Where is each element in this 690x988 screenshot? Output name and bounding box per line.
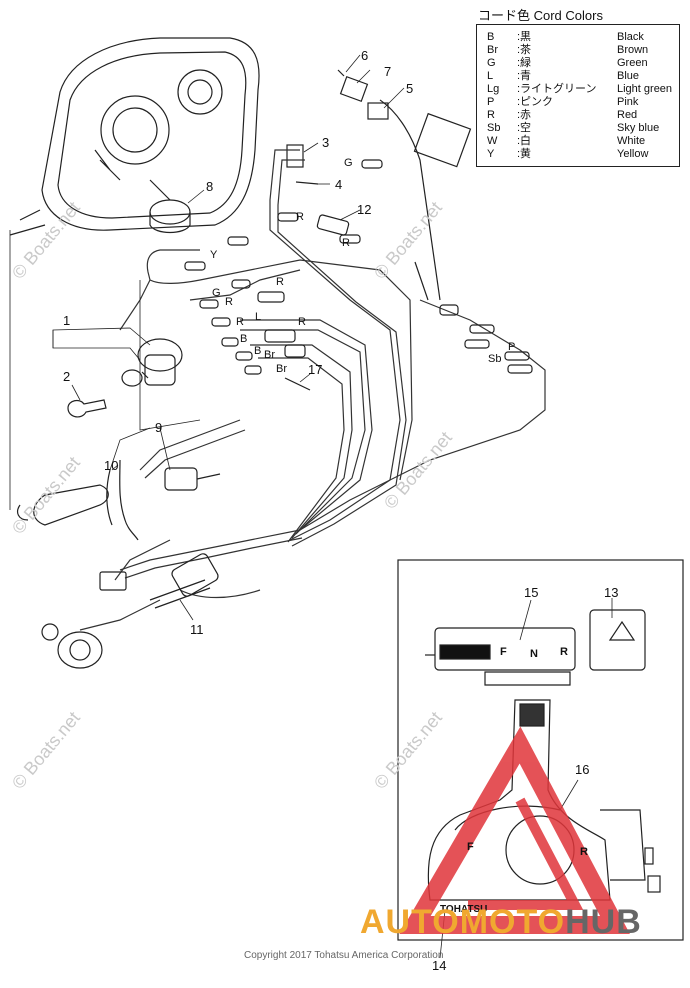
wire-label-b1: B — [240, 333, 247, 345]
wire-label-sb1: Sb — [488, 353, 501, 365]
lever-handle-top — [286, 76, 472, 301]
brand-part-3: HUB — [565, 903, 642, 941]
copyright: Copyright 2017 Tohatsu America Corporati… — [244, 950, 444, 961]
connector-pins — [184, 159, 533, 375]
callout-7: 7 — [384, 64, 392, 79]
ignition-key — [67, 399, 107, 418]
junction-connector — [316, 214, 350, 236]
lever-brand: TOHATSU — [440, 904, 487, 915]
gauge-r: R — [560, 646, 568, 658]
wire-label-l1: L — [255, 311, 261, 323]
wire-label-br1: Br — [264, 349, 275, 361]
callout-3: 3 — [322, 135, 330, 150]
wire-label-b2: B — [254, 345, 261, 357]
wire-label-r3: R — [225, 296, 233, 308]
gauge-f: F — [500, 646, 507, 658]
wire-label-p1: P — [508, 341, 515, 353]
autohub-logo-triangle — [399, 726, 630, 934]
housing-cover — [9, 37, 260, 236]
callout-16: 16 — [575, 762, 590, 777]
callout-8: 8 — [206, 179, 214, 194]
emergency-lanyard — [17, 459, 139, 541]
lever-f: F — [467, 841, 474, 853]
callout-4: 4 — [335, 177, 343, 192]
brand-part-2: MOTO — [459, 903, 566, 941]
callout-5: 5 — [406, 81, 414, 96]
starter-relay — [149, 199, 191, 234]
ignition-switch — [121, 338, 183, 387]
wiring-harness — [79, 149, 546, 631]
leader-15 — [519, 599, 532, 641]
callout-17: 17 — [308, 362, 323, 377]
legend-title: コード色 Cord Colors — [478, 8, 603, 23]
callout-13: 13 — [604, 585, 619, 600]
screw — [295, 181, 319, 185]
brand-part-1: AUTO — [360, 903, 460, 941]
stop-switch-plug — [164, 467, 221, 491]
wire-label-r6: R — [298, 316, 306, 328]
wire-label-g1: G — [344, 157, 353, 169]
callout-6: 6 — [361, 48, 369, 63]
callout-11: 11 — [190, 622, 204, 637]
cable-tie — [284, 377, 311, 391]
callout-9: 9 — [155, 420, 163, 435]
lever-r: R — [580, 846, 588, 858]
tilt-gauge — [425, 609, 646, 686]
callout-10: 10 — [104, 458, 119, 473]
wire-label-r2: R — [342, 237, 350, 249]
wire-label-y1: Y — [210, 249, 218, 261]
wire-label-g2: G — [212, 287, 221, 299]
autohub-logo-text: AUTOMOTOHUB — [360, 903, 642, 942]
callout-2: 2 — [63, 369, 71, 384]
callout-12: 12 — [357, 202, 372, 217]
wire-label-r5: R — [236, 316, 244, 328]
wire-label-r4: R — [276, 276, 284, 288]
gauge-n: N — [530, 648, 538, 660]
callout-15: 15 — [524, 585, 539, 600]
harness-grommet — [149, 553, 219, 609]
callout-14: 14 — [432, 958, 447, 973]
leader-16 — [559, 779, 579, 811]
screw-small — [337, 69, 345, 77]
leader-lines — [9, 54, 405, 621]
wire-label-br2: Br — [276, 363, 287, 375]
wire-label-r1: R — [296, 211, 304, 223]
main-connector — [41, 571, 127, 669]
callout-1: 1 — [63, 313, 71, 328]
